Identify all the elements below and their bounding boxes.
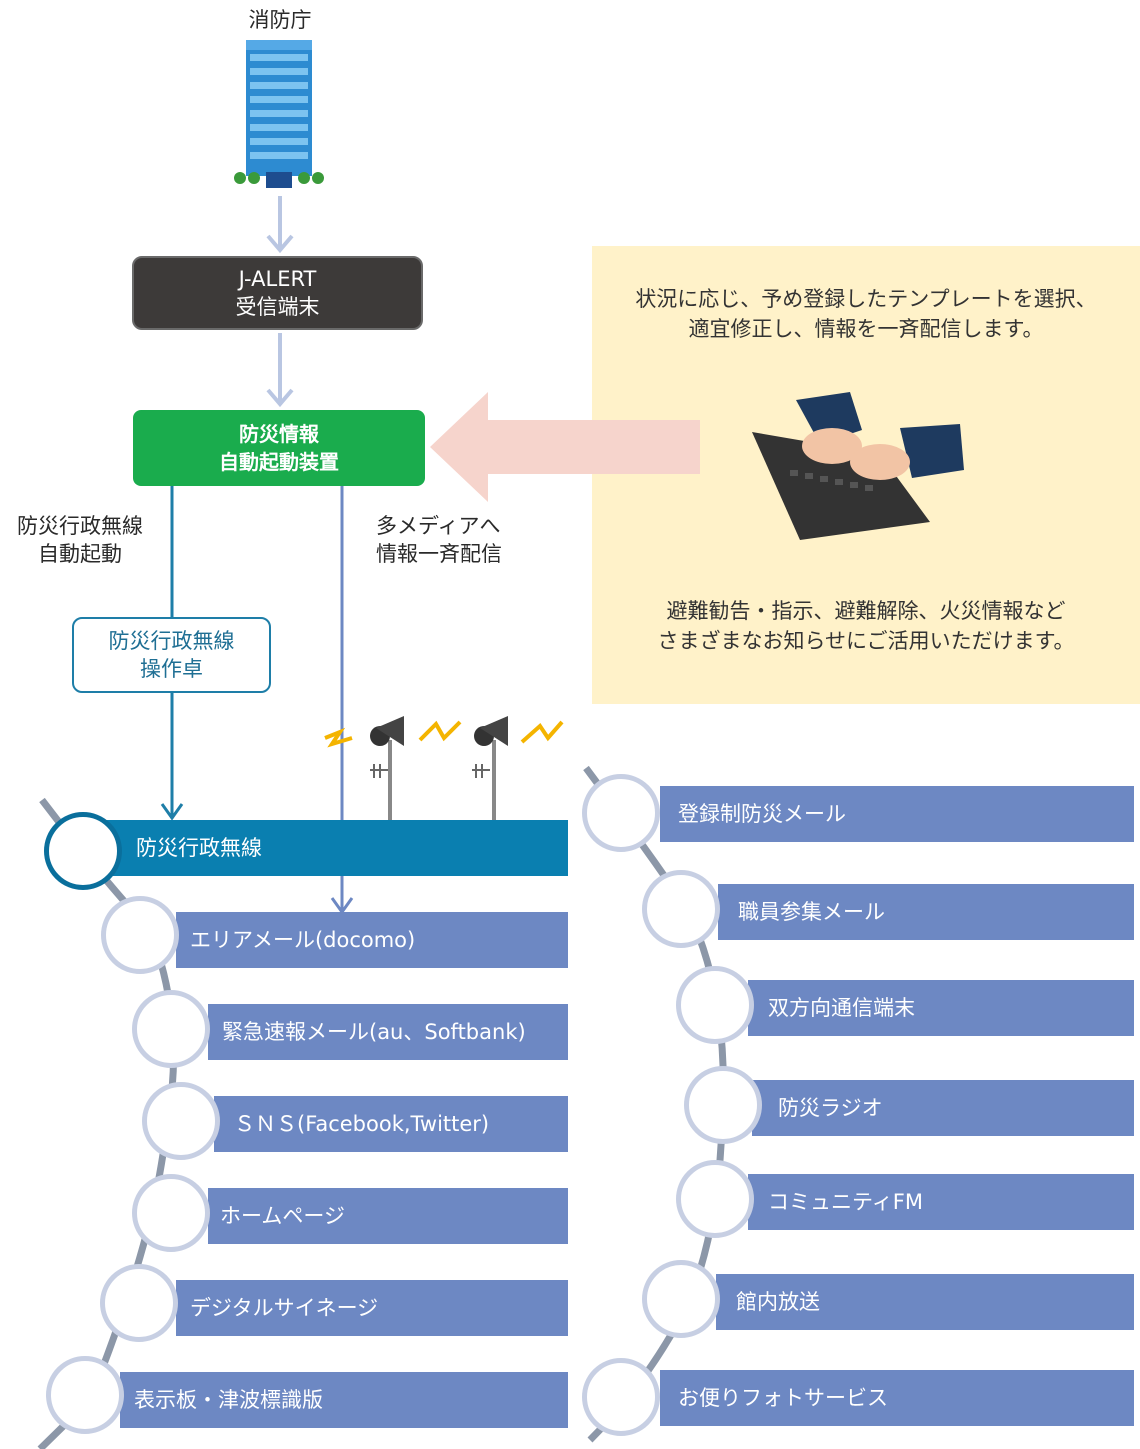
- media-circle: [684, 1066, 762, 1144]
- info-bottom-line2: さまざまなお知らせにご活用いただけます。: [657, 629, 1075, 653]
- media-circle: [132, 990, 210, 1068]
- media-circle: [44, 812, 122, 890]
- keyboard-icon: [752, 392, 964, 540]
- left-branch-line1: 防災行政無線: [17, 514, 143, 538]
- device-subtitle: 自動起動装置: [219, 450, 339, 474]
- media-label: 緊急速報メール(au、Softbank): [222, 1020, 526, 1044]
- media-label: 職員参集メール: [738, 900, 885, 924]
- radio-console-box: 防災行政無線 操作卓: [72, 617, 271, 693]
- right-branch-line1: 多メディアへ: [376, 514, 501, 538]
- media-label: ＳＮＳ(Facebook,Twitter): [234, 1112, 490, 1136]
- fdma-label: 消防庁: [248, 8, 312, 32]
- media-item-registered-mail: 登録制防災メール: [660, 786, 1134, 842]
- jalert-title: J-ALERT: [238, 267, 317, 291]
- media-circle: [46, 1356, 124, 1434]
- info-top-text: 状況に応じ、予め登録したテンプレートを選択、 適宜修正し、情報を一斉配信します。: [592, 284, 1140, 344]
- media-circle: [582, 1358, 660, 1436]
- media-label: 双方向通信端末: [768, 996, 915, 1020]
- media-circle: [676, 1160, 754, 1238]
- console-subtitle: 操作卓: [140, 657, 203, 681]
- info-bottom-line1: 避難勧告・指示、避難解除、火災情報など: [666, 599, 1066, 623]
- media-label: 登録制防災メール: [678, 802, 846, 826]
- media-item-bousai-musen: 防災行政無線: [88, 820, 568, 876]
- media-label: コミュニティFM: [768, 1190, 923, 1214]
- media-item-staff-mail: 職員参集メール: [718, 884, 1134, 940]
- media-item-signage: デジタルサイネージ: [176, 1280, 568, 1336]
- media-item-emergency-mail: 緊急速報メール(au、Softbank): [208, 1004, 568, 1060]
- media-label: 防災ラジオ: [778, 1096, 883, 1120]
- media-item-in-house-broadcast: 館内放送: [716, 1274, 1134, 1330]
- media-item-area-mail: エリアメール(docomo): [176, 912, 568, 968]
- media-circle: [642, 870, 720, 948]
- console-title: 防災行政無線: [108, 629, 235, 653]
- info-top-line1: 状況に応じ、予め登録したテンプレートを選択、: [635, 287, 1097, 311]
- jalert-subtitle: 受信端末: [235, 295, 320, 319]
- media-item-community-fm: コミュニティFM: [748, 1174, 1134, 1230]
- info-top-line2: 適宜修正し、情報を一斉配信します。: [688, 317, 1044, 341]
- auto-start-device-box: 防災情報 自動起動装置: [133, 410, 425, 486]
- media-label: ホームページ: [220, 1204, 345, 1228]
- media-circle: [142, 1082, 220, 1160]
- media-item-disaster-radio: 防災ラジオ: [752, 1080, 1134, 1136]
- left-branch-line2: 自動起動: [38, 542, 122, 566]
- right-branch-line2: 情報一斉配信: [376, 542, 502, 566]
- media-label: 防災行政無線: [136, 836, 262, 860]
- media-item-display-board: 表示板・津波標識版: [120, 1372, 568, 1428]
- media-circle: [676, 966, 754, 1044]
- media-circle: [101, 896, 179, 974]
- media-label: デジタルサイネージ: [190, 1296, 379, 1320]
- media-label: お便りフォトサービス: [678, 1386, 888, 1410]
- media-item-homepage: ホームページ: [208, 1188, 568, 1244]
- media-circle: [642, 1260, 720, 1338]
- media-circle: [100, 1264, 178, 1342]
- media-item-two-way-terminal: 双方向通信端末: [748, 980, 1134, 1036]
- left-branch-label: 防災行政無線 自動起動: [6, 512, 154, 568]
- info-bottom-text: 避難勧告・指示、避難解除、火災情報など さまざまなお知らせにご活用いただけます。: [592, 596, 1140, 656]
- right-branch-label: 多メディアへ 情報一斉配信: [362, 512, 532, 568]
- media-label: 表示板・津波標識版: [134, 1388, 323, 1412]
- building-icon: [234, 40, 324, 188]
- media-label: エリアメール(docomo): [190, 928, 416, 952]
- media-item-photo-service: お便りフォトサービス: [660, 1370, 1134, 1426]
- media-circle: [582, 774, 660, 852]
- media-circle: [132, 1174, 210, 1252]
- media-item-sns: ＳＮＳ(Facebook,Twitter): [214, 1096, 568, 1152]
- device-title: 防災情報: [239, 422, 319, 446]
- media-label: 館内放送: [736, 1290, 820, 1314]
- jalert-terminal-box: J-ALERT 受信端末: [132, 256, 423, 330]
